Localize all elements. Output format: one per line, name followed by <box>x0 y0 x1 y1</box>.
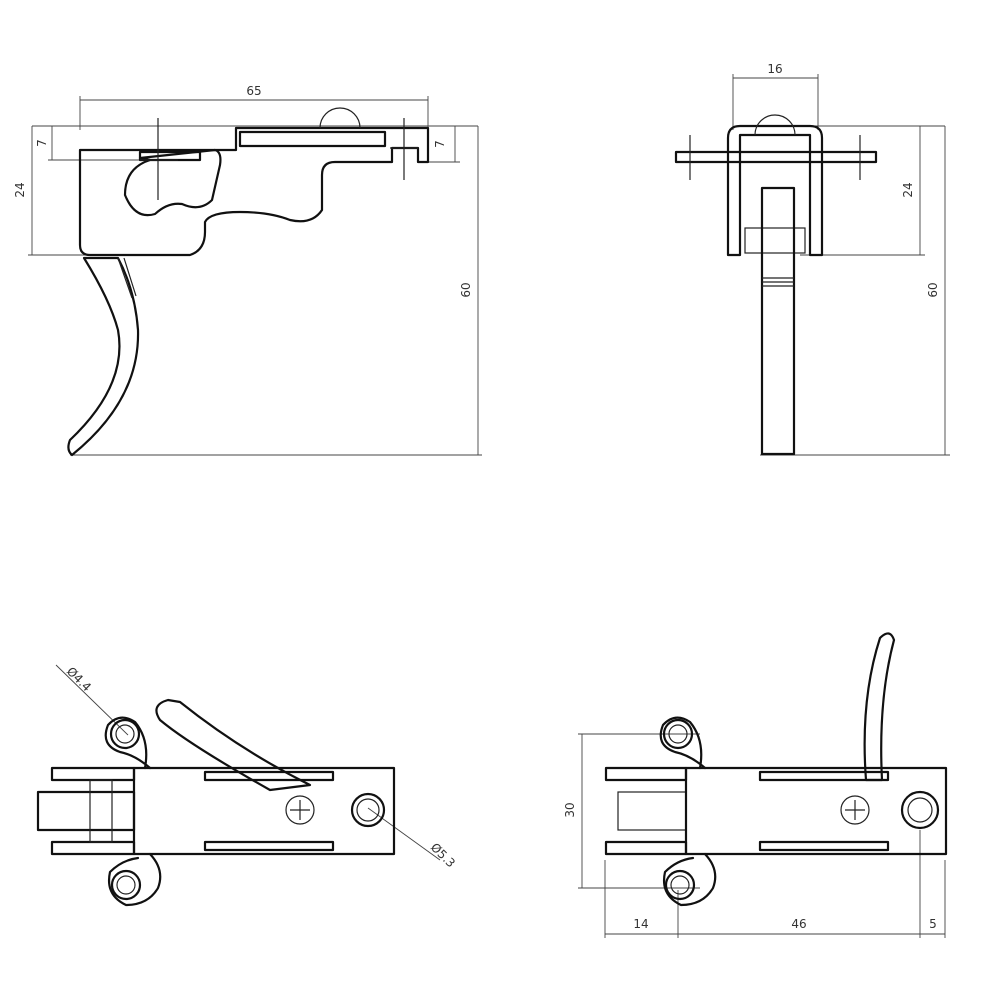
bottom-right-dim-height: 30 <box>563 802 577 817</box>
side-dim-top-left: 7 <box>35 139 49 147</box>
side-dim-top-right: 7 <box>433 140 447 148</box>
bottom-right-dim-left: 14 <box>633 917 648 931</box>
bottom-left-dim-hole-large: Ø5.3 <box>428 840 458 870</box>
bottom-left-dim-hole-small: Ø4.4 <box>64 664 94 694</box>
side-dim-height-body: 24 <box>13 182 27 197</box>
front-dim-width: 16 <box>767 62 782 76</box>
bottom-right-dim-right: 5 <box>929 917 937 931</box>
side-dim-length: 65 <box>246 84 261 98</box>
front-dim-height-body: 24 <box>901 182 915 197</box>
side-view: 65 24 7 7 60 <box>13 84 482 457</box>
front-dim-height-total: 60 <box>926 282 940 297</box>
side-dim-height-total: 60 <box>459 282 473 297</box>
front-view: 16 24 60 <box>674 62 950 456</box>
bottom-view-left: Ø4.4 Ø5.3 <box>36 664 458 907</box>
bottom-view-right: 30 14 46 5 <box>563 632 948 938</box>
bottom-right-dim-middle: 46 <box>791 917 806 931</box>
